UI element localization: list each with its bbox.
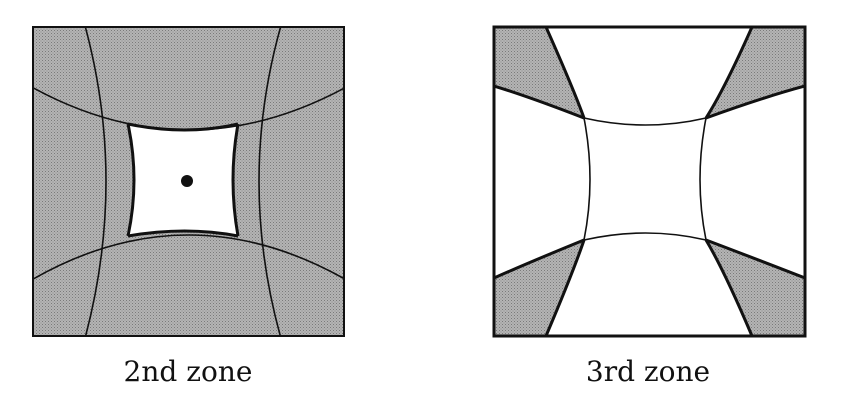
center-dot xyxy=(181,175,193,187)
center-left-edge xyxy=(126,123,136,237)
square-border xyxy=(32,26,345,337)
corner-bottom-left xyxy=(494,240,584,336)
left-arc xyxy=(84,27,107,336)
bold-top-right-vertical xyxy=(704,27,754,119)
2nd-zone-diagram xyxy=(32,26,345,337)
bold-bottom-left-horizontal xyxy=(494,238,585,280)
panel-2nd-zone: 2nd zone xyxy=(0,0,400,402)
right-arc xyxy=(258,27,282,336)
center-top-edge xyxy=(127,122,239,132)
center-bottom-edge xyxy=(127,229,239,238)
bold-bottom-right-vertical xyxy=(704,239,754,336)
panel-3rd-zone: 3rd zone xyxy=(460,0,852,402)
caption-2nd-zone: 2nd zone xyxy=(123,355,253,388)
center-right-edge xyxy=(231,123,240,237)
corner-bottom-right xyxy=(706,240,805,336)
inner-top-arc xyxy=(583,117,707,126)
square-border xyxy=(492,25,807,338)
inner-left-arc xyxy=(583,117,591,241)
bottom-arc xyxy=(33,234,344,281)
bold-top-left-horizontal xyxy=(494,84,585,120)
bold-bottom-right-horizontal xyxy=(705,238,805,280)
inner-bottom-arc xyxy=(583,232,707,241)
3rd-zone-diagram xyxy=(492,25,807,338)
bold-top-right-horizontal xyxy=(705,84,805,120)
inner-right-arc xyxy=(699,117,707,241)
corner-top-right xyxy=(706,27,805,118)
caption-3rd-zone: 3rd zone xyxy=(585,355,711,388)
bold-bottom-left-vertical xyxy=(544,239,586,336)
bold-top-left-vertical xyxy=(544,27,586,119)
corner-top-left xyxy=(494,27,584,118)
